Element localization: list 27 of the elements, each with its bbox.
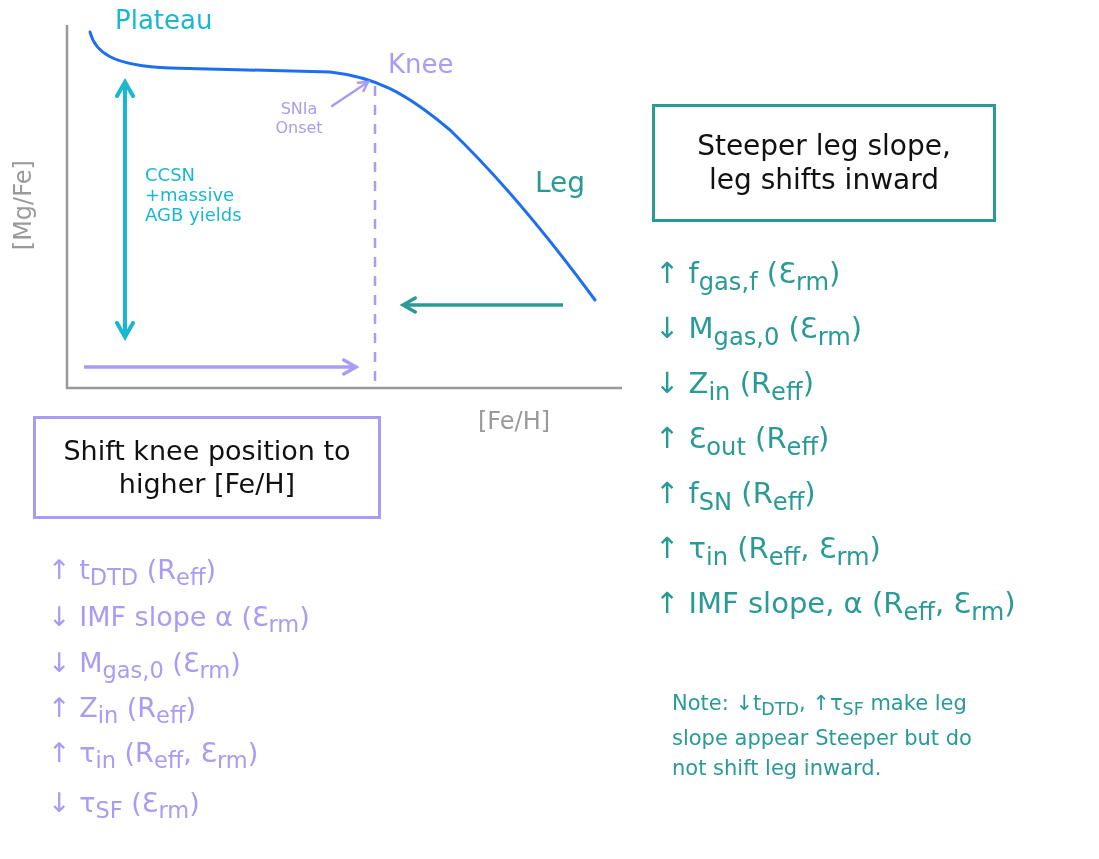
annotation-text: SNIa Onset	[274, 98, 324, 138]
text-box	[33, 416, 381, 519]
curve-label: Leg	[535, 168, 586, 199]
box-text: Steeper leg slope, leg shifts inward	[696, 129, 952, 197]
parameter-item: ↓ M$_{gas,0}$ (Ɛ$_{rm}$)	[655, 313, 863, 351]
parameter-item: ↑ f$_{gas,f}$ (Ɛ$_{rm}$)	[655, 258, 841, 296]
curve-label: Plateau	[115, 6, 213, 35]
box-text: Shift knee position to higher [Fe/H]	[62, 435, 352, 500]
parameter-item: ↓ τ$_{SF}$ (Ɛ$_{rm}$)	[48, 788, 200, 824]
parameter-item: ↑ τ$_{in}$ (R$_{eff}$, Ɛ$_{rm}$)	[655, 533, 881, 571]
curve-label: Knee	[388, 50, 454, 79]
parameter-item: ↑ Z$_{in}$ (R$_{eff}$)	[48, 693, 196, 729]
axis-label: [Fe/H]	[478, 408, 551, 435]
text-box	[652, 104, 996, 222]
parameter-item: ↓ IMF slope α (Ɛ$_{rm}$)	[48, 602, 310, 638]
note-text: Note: ↓t$_{DTD}$, ↑τ$_{SF}$ make leg slope appear Steeper but do not shift leg inward.	[672, 690, 973, 782]
parameter-item: ↑ IMF slope, α (R$_{eff}$, Ɛ$_{rm}$)	[655, 588, 1016, 626]
parameter-item: ↓ M$_{gas,0}$ (Ɛ$_{rm}$)	[48, 648, 241, 684]
annotation-text: CCSN +massive AGB yields	[145, 165, 243, 225]
parameter-item: ↑ f$_{SN}$ (R$_{eff}$)	[655, 478, 816, 516]
abundance-curve	[88, 30, 597, 302]
parameter-item: ↑ t$_{DTD}$ (R$_{eff}$)	[48, 555, 216, 591]
axis-label: [Mg/Fe]	[9, 160, 37, 251]
parameter-item: ↓ Z$_{in}$ (R$_{eff}$)	[655, 368, 814, 406]
parameter-item: ↑ Ɛ$_{out}$ (R$_{eff}$)	[655, 423, 830, 461]
leader-arrow	[330, 80, 370, 108]
parameter-item: ↑ τ$_{in}$ (R$_{eff}$, Ɛ$_{rm}$)	[48, 738, 259, 774]
